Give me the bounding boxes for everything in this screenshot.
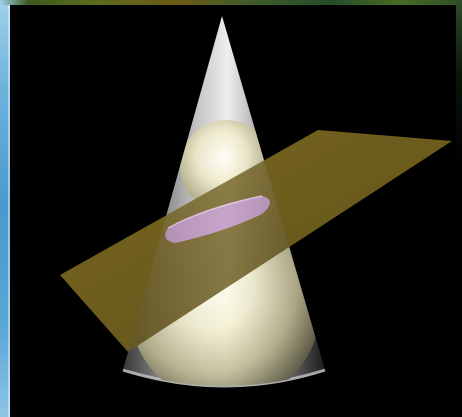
image-frame — [0, 0, 462, 417]
dandelin-spheres-scene — [0, 0, 462, 417]
